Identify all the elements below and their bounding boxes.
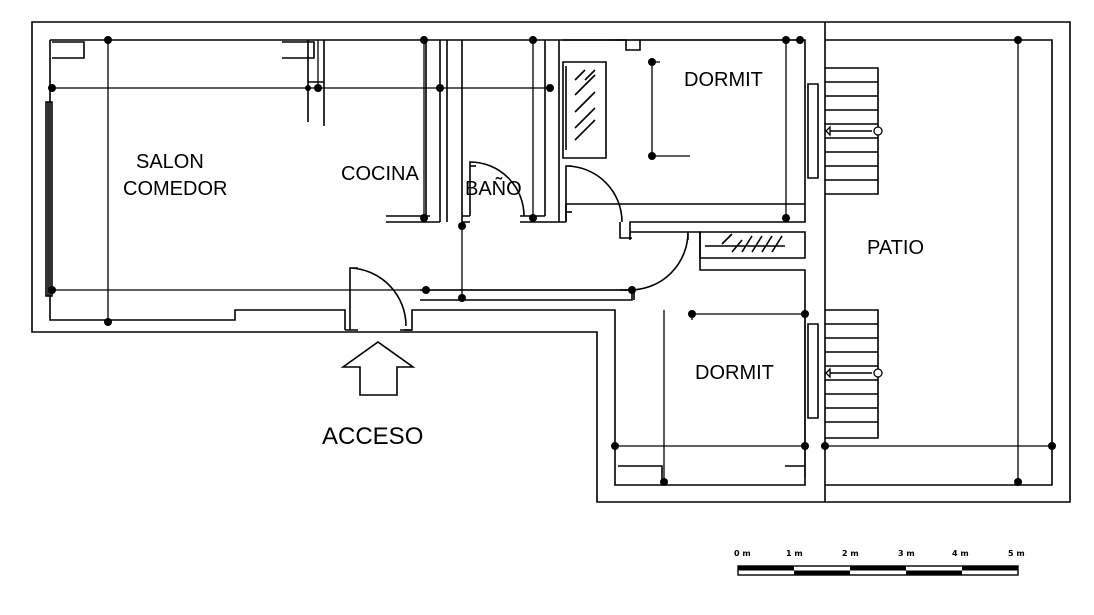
electrical-points: [48, 36, 1056, 486]
corridor-door: [629, 231, 689, 291]
wiring: [52, 39, 1052, 482]
inner-wall-left: [49, 40, 346, 330]
wall-salon-cocina: [307, 40, 325, 126]
scale-bar: [737, 565, 1019, 576]
room-label-comedor: COMEDOR: [123, 178, 228, 200]
outer-wall-outline: [31, 21, 1071, 503]
closet-bottom: [699, 231, 806, 259]
scale-tick-label: 0 m: [734, 549, 751, 558]
dormit-top-door: [565, 165, 623, 223]
entrance-door: [349, 267, 407, 330]
wall-bano-dormit: [446, 40, 560, 222]
room-label-dormit-bottom: DORMIT: [695, 362, 774, 384]
scale-tick-label: 3 m: [898, 549, 915, 558]
scale-tick-label: 2 m: [842, 549, 859, 558]
closet-top: [562, 61, 607, 159]
room-label-cocina: COCINA: [341, 163, 419, 185]
up-arrow-icon: [340, 341, 416, 396]
scale-tick-label: 1 m: [786, 549, 803, 558]
room-label-bano: BAÑO: [465, 178, 522, 200]
inner-wall-outline: [50, 39, 806, 486]
room-label-patio: PATIO: [867, 237, 925, 259]
access-label: ACCESO: [322, 423, 424, 450]
scale-tick-label: 4 m: [952, 549, 969, 558]
patio-inner: [825, 39, 1053, 486]
bano-door: [469, 161, 525, 217]
stairs-bottom: [825, 309, 879, 439]
scale-tick-label: 5 m: [1008, 549, 1025, 558]
wall-cocina-bano: [386, 40, 441, 222]
room-label-dormit-top: DORMIT: [684, 69, 763, 91]
left-window: [45, 101, 53, 297]
room-label-salon: SALON: [136, 151, 204, 173]
